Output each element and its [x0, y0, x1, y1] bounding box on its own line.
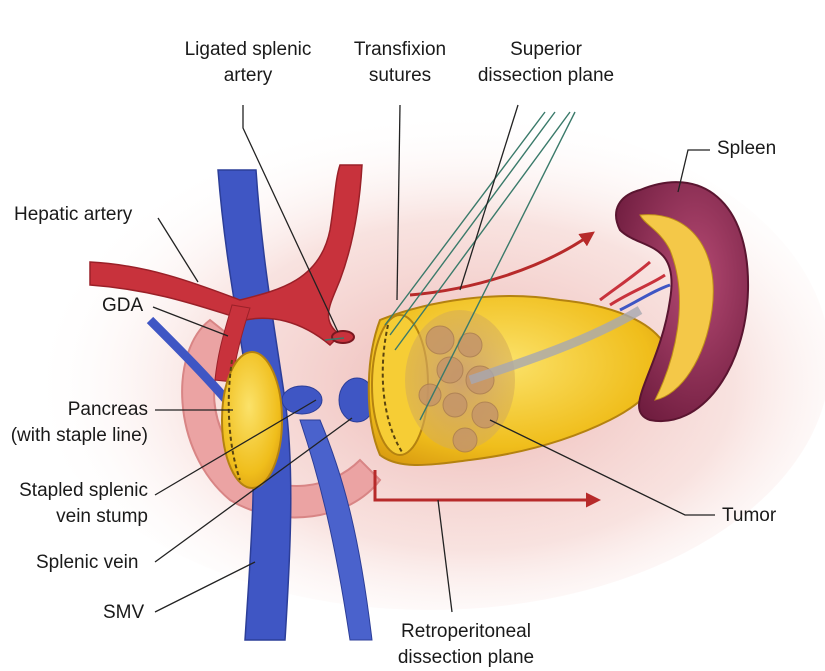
superior-plane-arrow: [409, 231, 595, 297]
label-retroperitoneal-dissection-plane: Retroperitoneal dissection plane: [397, 621, 535, 668]
label-smv: SMV: [103, 602, 145, 623]
label-ligated-splenic-artery: Ligated splenic artery: [184, 39, 312, 86]
suture-strands: [324, 111, 576, 421]
retroperitoneal-plane-arrow: [373, 470, 601, 508]
splenic-hilar-vessels: [599, 260, 666, 307]
label-spleen: Spleen: [717, 138, 777, 159]
label-gda: GDA: [102, 295, 144, 316]
label-hepatic-artery: Hepatic artery: [14, 204, 133, 225]
label-splenic-vein: Splenic vein: [36, 552, 139, 573]
artery-stump: [331, 330, 355, 344]
label-pancreas: Pancreas (with staple line): [10, 399, 148, 446]
smv-branch: [299, 419, 373, 641]
staple-line-left: [227, 359, 241, 481]
staple-line-right: [381, 324, 403, 453]
label-superior-dissection-plane: Superior dissection plane: [477, 39, 615, 86]
spleen-hilum: [639, 214, 714, 401]
splenic-hilar-veins: [619, 283, 671, 312]
label-transfixion-sutures: Transfixion sutures: [353, 39, 447, 86]
pancreas-remnant: [221, 351, 283, 489]
label-tumor: Tumor: [722, 505, 777, 526]
vein-stump-left: [281, 385, 323, 415]
pancreatic-duct: [468, 306, 643, 385]
leader-lines: [152, 104, 715, 613]
label-stapled-splenic-vein-stump: Stapled splenic vein stump: [19, 480, 148, 527]
